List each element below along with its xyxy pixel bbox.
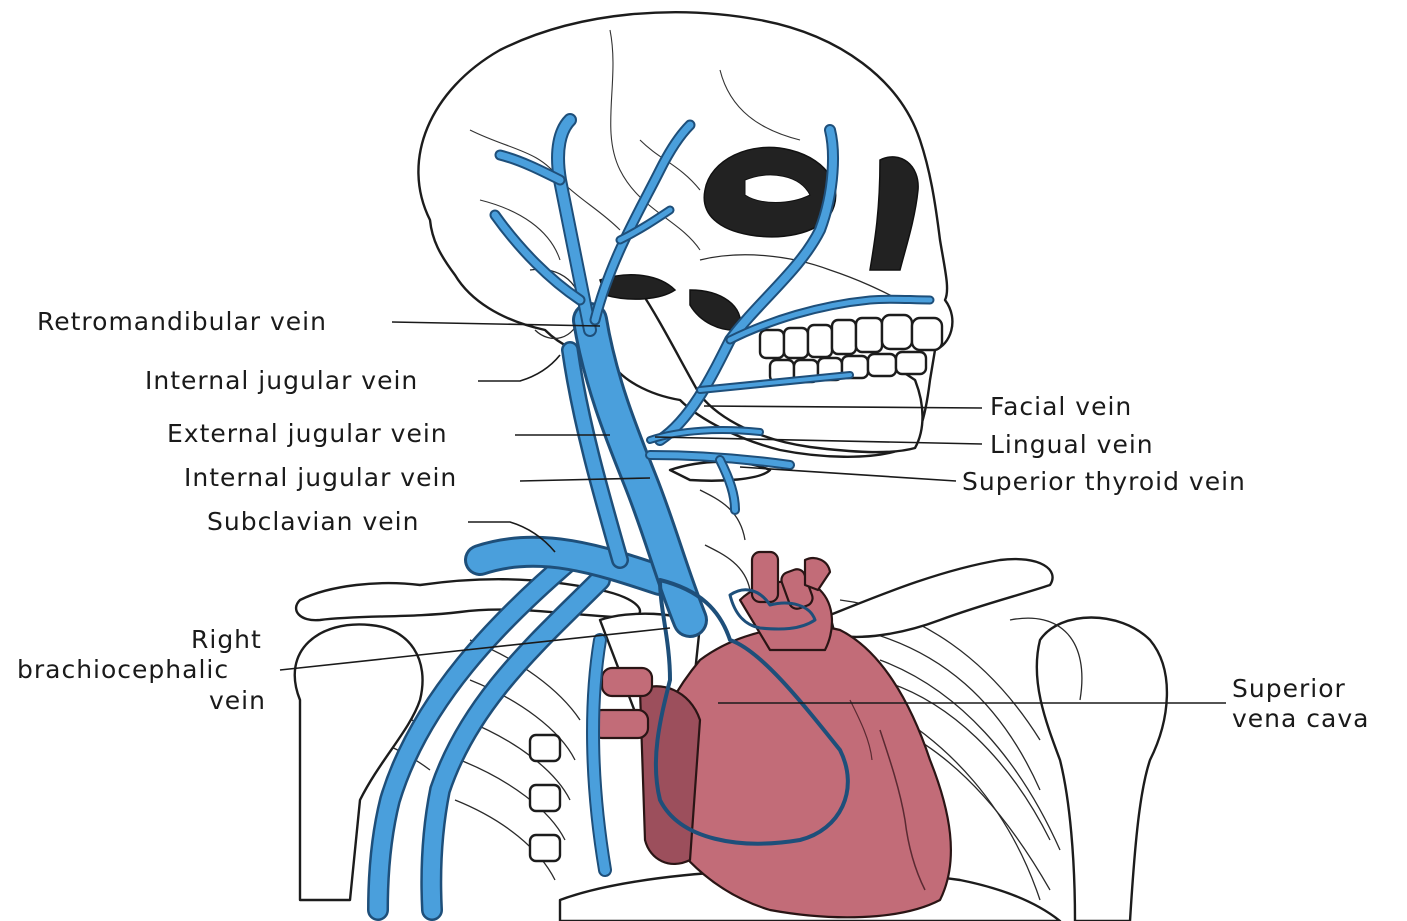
label-superior-thyroid-vein: Superior thyroid vein bbox=[962, 467, 1246, 496]
label-lingual-vein: Lingual vein bbox=[990, 430, 1154, 459]
label-internal-jugular-vein-upper: Internal jugular vein bbox=[145, 366, 418, 395]
leader-superior-thyroid bbox=[740, 467, 956, 481]
label-superior-vena-cava-line1: Superior bbox=[1232, 674, 1346, 703]
label-right-brachiocephalic-line3: vein bbox=[209, 686, 266, 715]
label-right-brachiocephalic-line1: Right bbox=[191, 625, 262, 654]
label-superior-vena-cava-line2: vena cava bbox=[1232, 704, 1369, 733]
label-retromandibular-vein: Retromandibular vein bbox=[37, 307, 327, 336]
label-external-jugular-vein: External jugular vein bbox=[167, 419, 448, 448]
leader-internal-jugular-upper bbox=[478, 355, 560, 381]
label-facial-vein: Facial vein bbox=[990, 392, 1132, 421]
label-internal-jugular-vein-lower: Internal jugular vein bbox=[184, 463, 457, 492]
label-right-brachiocephalic-line2: brachiocephalic bbox=[17, 655, 229, 684]
label-subclavian-vein: Subclavian vein bbox=[207, 507, 419, 536]
